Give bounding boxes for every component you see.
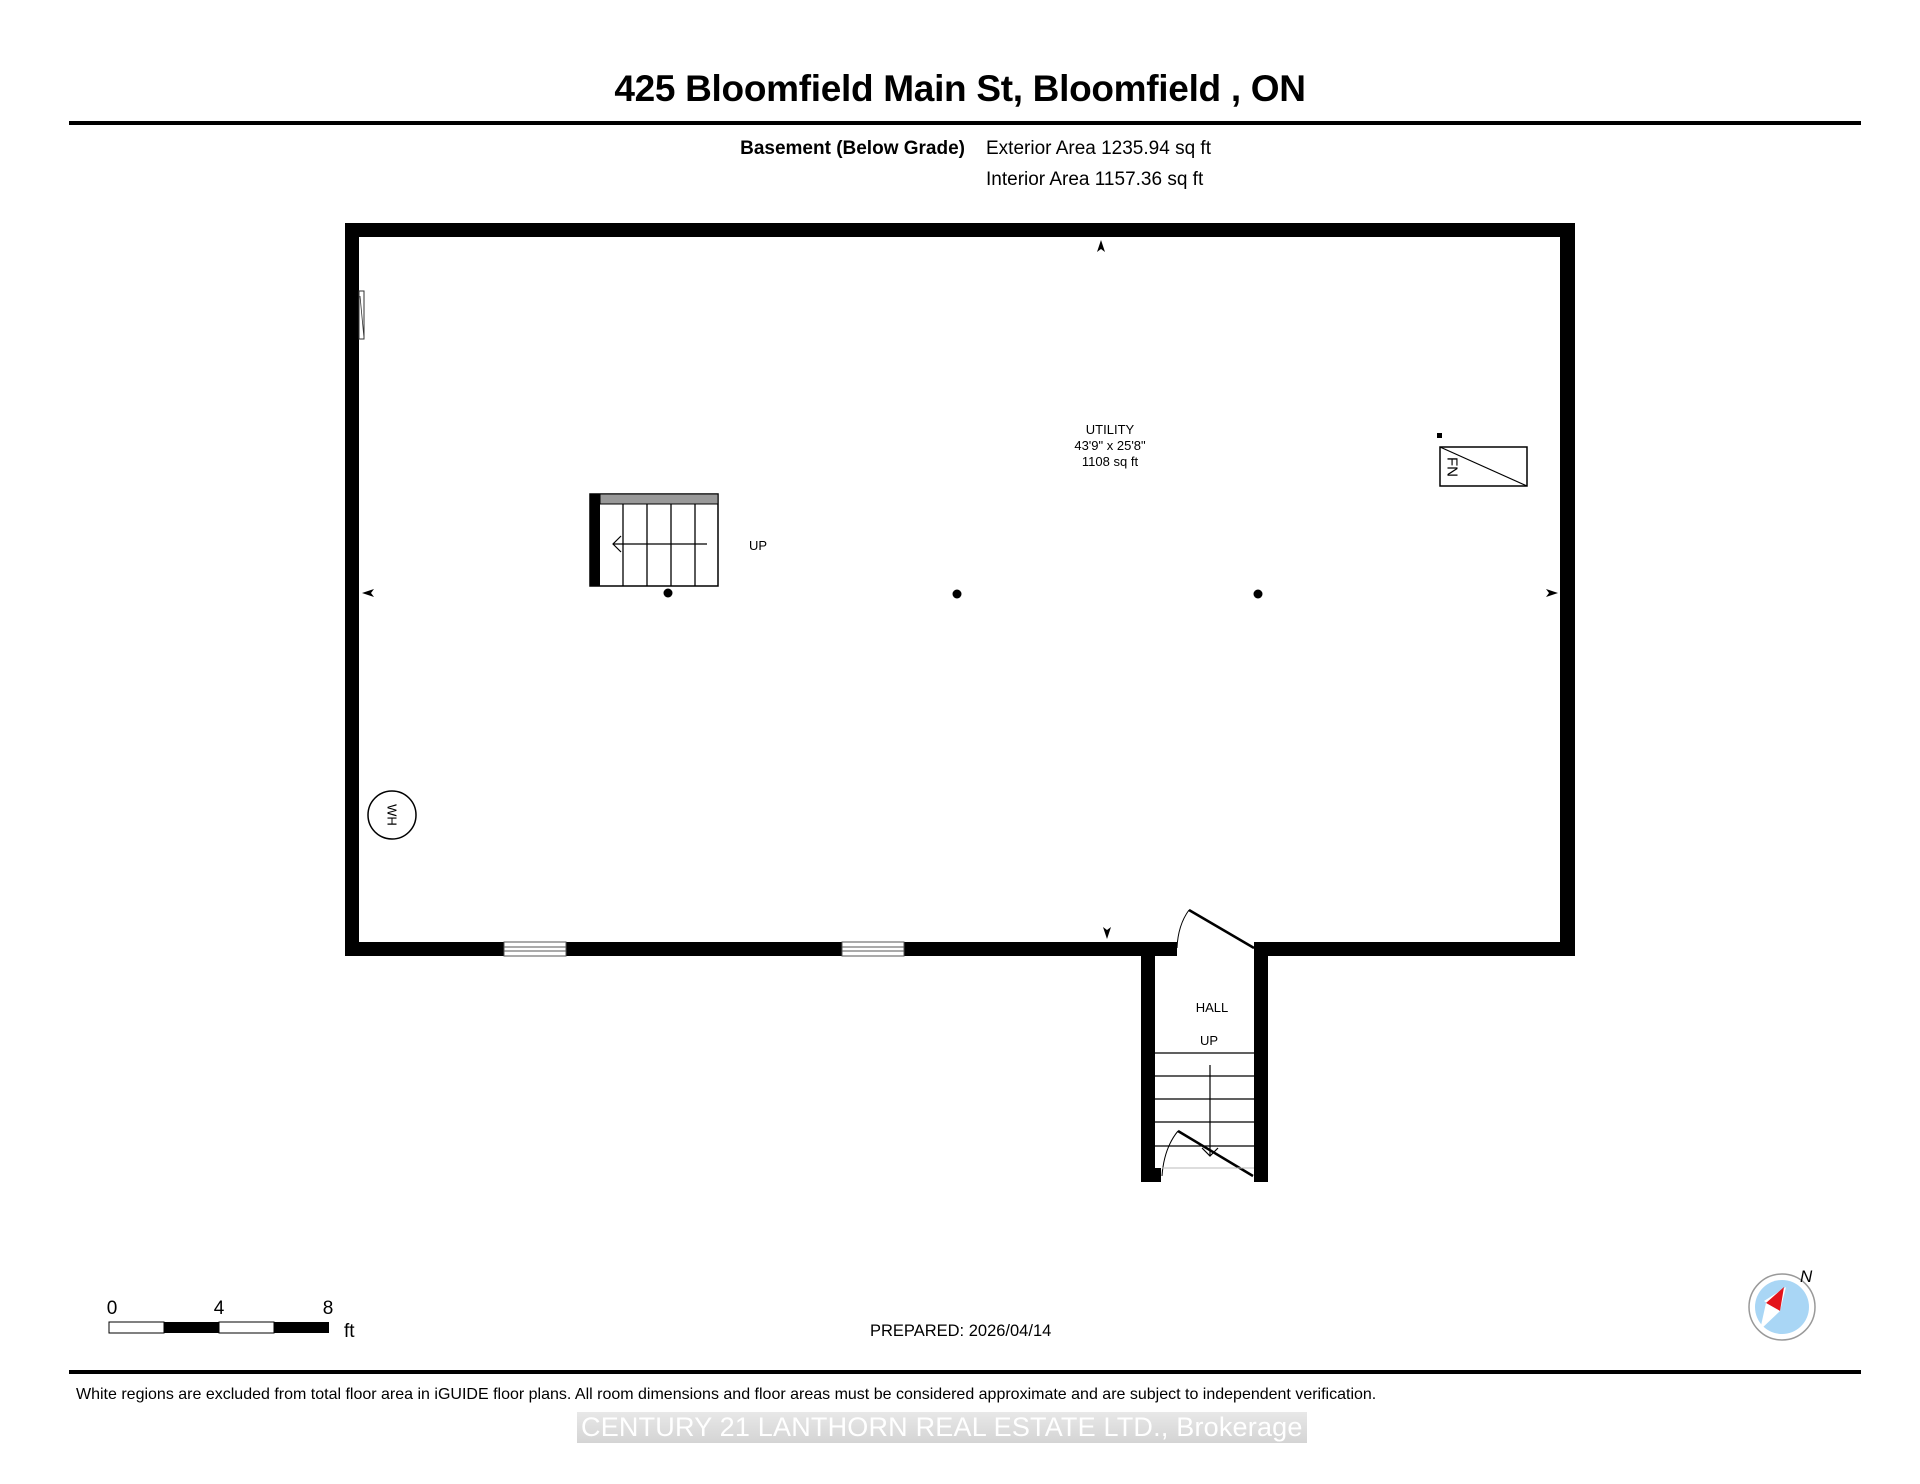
scale-unit: ft	[344, 1321, 355, 1342]
support-post	[952, 589, 962, 599]
hall-wall-bottom-right-stub	[1254, 1168, 1268, 1182]
room-name-utility: UTILITY	[1086, 422, 1135, 437]
section-arrow-top	[1097, 240, 1105, 252]
property-address-title: 425 Bloomfield Main St, Bloomfield , ON	[614, 68, 1306, 109]
wall-right	[1560, 223, 1575, 956]
room-name-hall: HALL	[1196, 1000, 1229, 1015]
interior-area: Interior Area 1157.36 sq ft	[986, 169, 1204, 190]
furnace-icon: FN	[1437, 433, 1528, 487]
room-dimensions-utility: 43'9" x 25'8"	[1074, 438, 1146, 453]
section-arrow-bottom	[1103, 927, 1111, 939]
water-heater-icon: WH	[367, 790, 417, 840]
section-arrow-left	[362, 589, 374, 597]
wall-window-left	[358, 290, 365, 340]
hall-stairs	[1155, 1052, 1254, 1157]
exterior-walls	[345, 223, 1575, 1182]
floor-level-label: Basement (Below Grade)	[740, 138, 965, 159]
footer-divider	[69, 1370, 1861, 1374]
wall-bottom-right	[1254, 942, 1575, 956]
scale-tick-4: 4	[214, 1298, 225, 1319]
stairs-label-hall: UP	[1200, 1033, 1218, 1048]
compass-north-label: N	[1800, 1267, 1813, 1286]
hall-wall-right	[1254, 942, 1268, 1182]
door-utility-hall	[1176, 908, 1255, 950]
section-arrow-right	[1546, 589, 1558, 597]
brokerage-watermark: CENTURY 21 LANTHORN REAL ESTATE LTD., Br…	[577, 1412, 1307, 1443]
furnace-label: FN	[1444, 457, 1461, 477]
support-post	[663, 588, 673, 598]
scale-tick-0: 0	[107, 1298, 118, 1319]
header-divider	[69, 121, 1861, 125]
water-heater-label: WH	[385, 804, 400, 826]
hall-wall-left	[1141, 942, 1155, 1182]
window	[841, 941, 905, 957]
room-area-utility: 1108 sq ft	[1082, 454, 1139, 469]
window	[503, 941, 567, 957]
wall-top	[345, 223, 1575, 237]
stairs-label-utility: UP	[749, 538, 767, 553]
north-compass-icon: N	[1748, 1267, 1816, 1341]
door-hall-exterior	[1161, 1129, 1254, 1178]
wall-bottom-left	[345, 942, 1177, 956]
scale-tick-8: 8	[323, 1298, 334, 1319]
utility-stairs	[589, 493, 719, 587]
disclaimer-text: White regions are excluded from total fl…	[76, 1386, 1377, 1403]
support-post	[1253, 589, 1263, 599]
scale-bar: 0 4 8 ft	[107, 1298, 356, 1342]
hall-wall-bottom-left-stub	[1141, 1168, 1161, 1182]
prepared-date: PREPARED: 2026/04/14	[870, 1322, 1052, 1340]
exterior-area: Exterior Area 1235.94 sq ft	[986, 138, 1211, 159]
wall-left	[345, 223, 359, 956]
